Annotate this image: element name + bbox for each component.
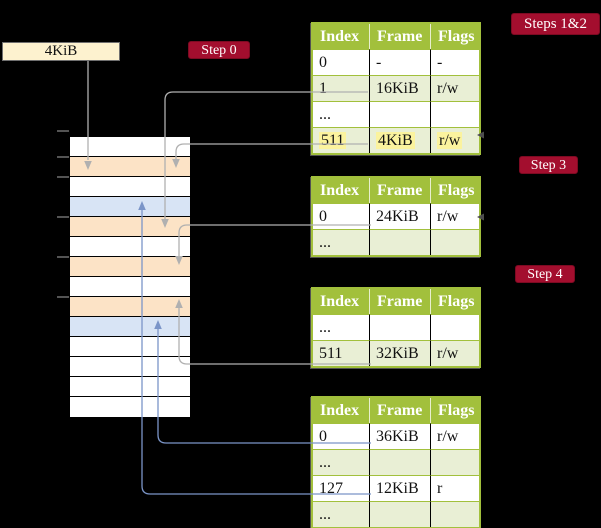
cell-index: 127 xyxy=(319,479,343,497)
table-row: 0 36KiB r/w xyxy=(313,423,479,449)
table-row: ... xyxy=(313,229,479,255)
page-table-step-4: Index Frame Flags ... 511 32KiB r/w xyxy=(311,287,481,368)
page-table-final: Index Frame Flags 0 36KiB r/w ... 127 12… xyxy=(311,396,481,528)
physical-memory-column xyxy=(69,136,191,418)
column-header-flags: Flags xyxy=(430,24,479,49)
memory-row-7 xyxy=(70,277,190,297)
table-row: ... xyxy=(313,314,479,340)
cell-flags: r xyxy=(437,479,443,497)
column-header-frame: Frame xyxy=(369,289,430,314)
column-header-frame: Frame xyxy=(369,178,430,203)
memory-row-12 xyxy=(70,377,190,397)
page-table-step-3: Index Frame Flags 0 24KiB r/w ... xyxy=(311,176,481,257)
memory-row-9 xyxy=(70,317,190,337)
column-header-index: Index xyxy=(313,24,369,49)
cell-index: 511 xyxy=(319,131,347,149)
step-3-label: Step 3 xyxy=(519,156,578,174)
page-table-steps-1-2: Index Frame Flags 0 - - 1 16KiB r/w ... … xyxy=(311,22,481,155)
memory-row-2 xyxy=(70,177,190,197)
cell-frame: 24KiB xyxy=(376,207,419,225)
table-row: 511 32KiB r/w xyxy=(313,340,479,366)
table-row: ... xyxy=(313,449,479,475)
cell-index: ... xyxy=(319,318,331,336)
table-row-highlighted: 511 4KiB r/w xyxy=(313,127,479,153)
column-header-index: Index xyxy=(313,178,369,203)
frame-4kib-box: 4KiB xyxy=(2,42,120,61)
cell-frame: 36KiB xyxy=(376,427,419,445)
cell-index: ... xyxy=(319,233,331,251)
cell-frame: 4KiB xyxy=(376,131,415,149)
cell-flags: r/w xyxy=(437,427,459,445)
steps-1-2-label: Steps 1&2 xyxy=(511,13,600,35)
memory-row-0 xyxy=(70,137,190,157)
cell-frame: 16KiB xyxy=(376,79,419,97)
cell-index: 0 xyxy=(319,53,327,71)
table-row: 1 16KiB r/w xyxy=(313,75,479,101)
memory-row-6 xyxy=(70,257,190,277)
memory-row-3 xyxy=(70,197,190,217)
memory-row-10 xyxy=(70,337,190,357)
column-header-flags: Flags xyxy=(430,289,479,314)
table-row: 0 - - xyxy=(313,49,479,75)
table-row: ... xyxy=(313,501,479,527)
step-4-label: Step 4 xyxy=(515,265,575,283)
column-header-frame: Frame xyxy=(369,398,430,423)
cell-index: 1 xyxy=(319,79,327,97)
memory-row-11 xyxy=(70,357,190,377)
cell-index: 511 xyxy=(319,344,343,362)
table-row: ... xyxy=(313,101,479,127)
cell-frame: 32KiB xyxy=(376,344,419,362)
cell-flags: r/w xyxy=(437,131,463,149)
memory-row-5 xyxy=(70,237,190,257)
column-header-flags: Flags xyxy=(430,178,479,203)
table-row: 127 12KiB r xyxy=(313,475,479,501)
column-header-index: Index xyxy=(313,289,369,314)
cell-frame: 12KiB xyxy=(376,479,419,497)
table-row: 0 24KiB r/w xyxy=(313,203,479,229)
step-0-label: Step 0 xyxy=(188,41,250,59)
column-header-frame: Frame xyxy=(369,24,430,49)
column-header-index: Index xyxy=(313,398,369,423)
cell-flags: r/w xyxy=(437,344,459,362)
cell-flags: r/w xyxy=(437,79,459,97)
cell-index: 0 xyxy=(319,427,327,445)
memory-row-8 xyxy=(70,297,190,317)
cell-flags: r/w xyxy=(437,207,459,225)
cell-index: ... xyxy=(319,505,331,523)
cell-index: 0 xyxy=(319,207,327,225)
memory-tick-marks xyxy=(57,130,69,298)
cell-index: ... xyxy=(319,453,331,471)
column-header-flags: Flags xyxy=(430,398,479,423)
cell-flags: - xyxy=(437,53,443,71)
cell-index: ... xyxy=(319,105,331,123)
memory-row-1 xyxy=(70,157,190,177)
memory-row-4 xyxy=(70,217,190,237)
cell-frame: - xyxy=(376,53,382,71)
memory-row-13 xyxy=(70,397,190,417)
